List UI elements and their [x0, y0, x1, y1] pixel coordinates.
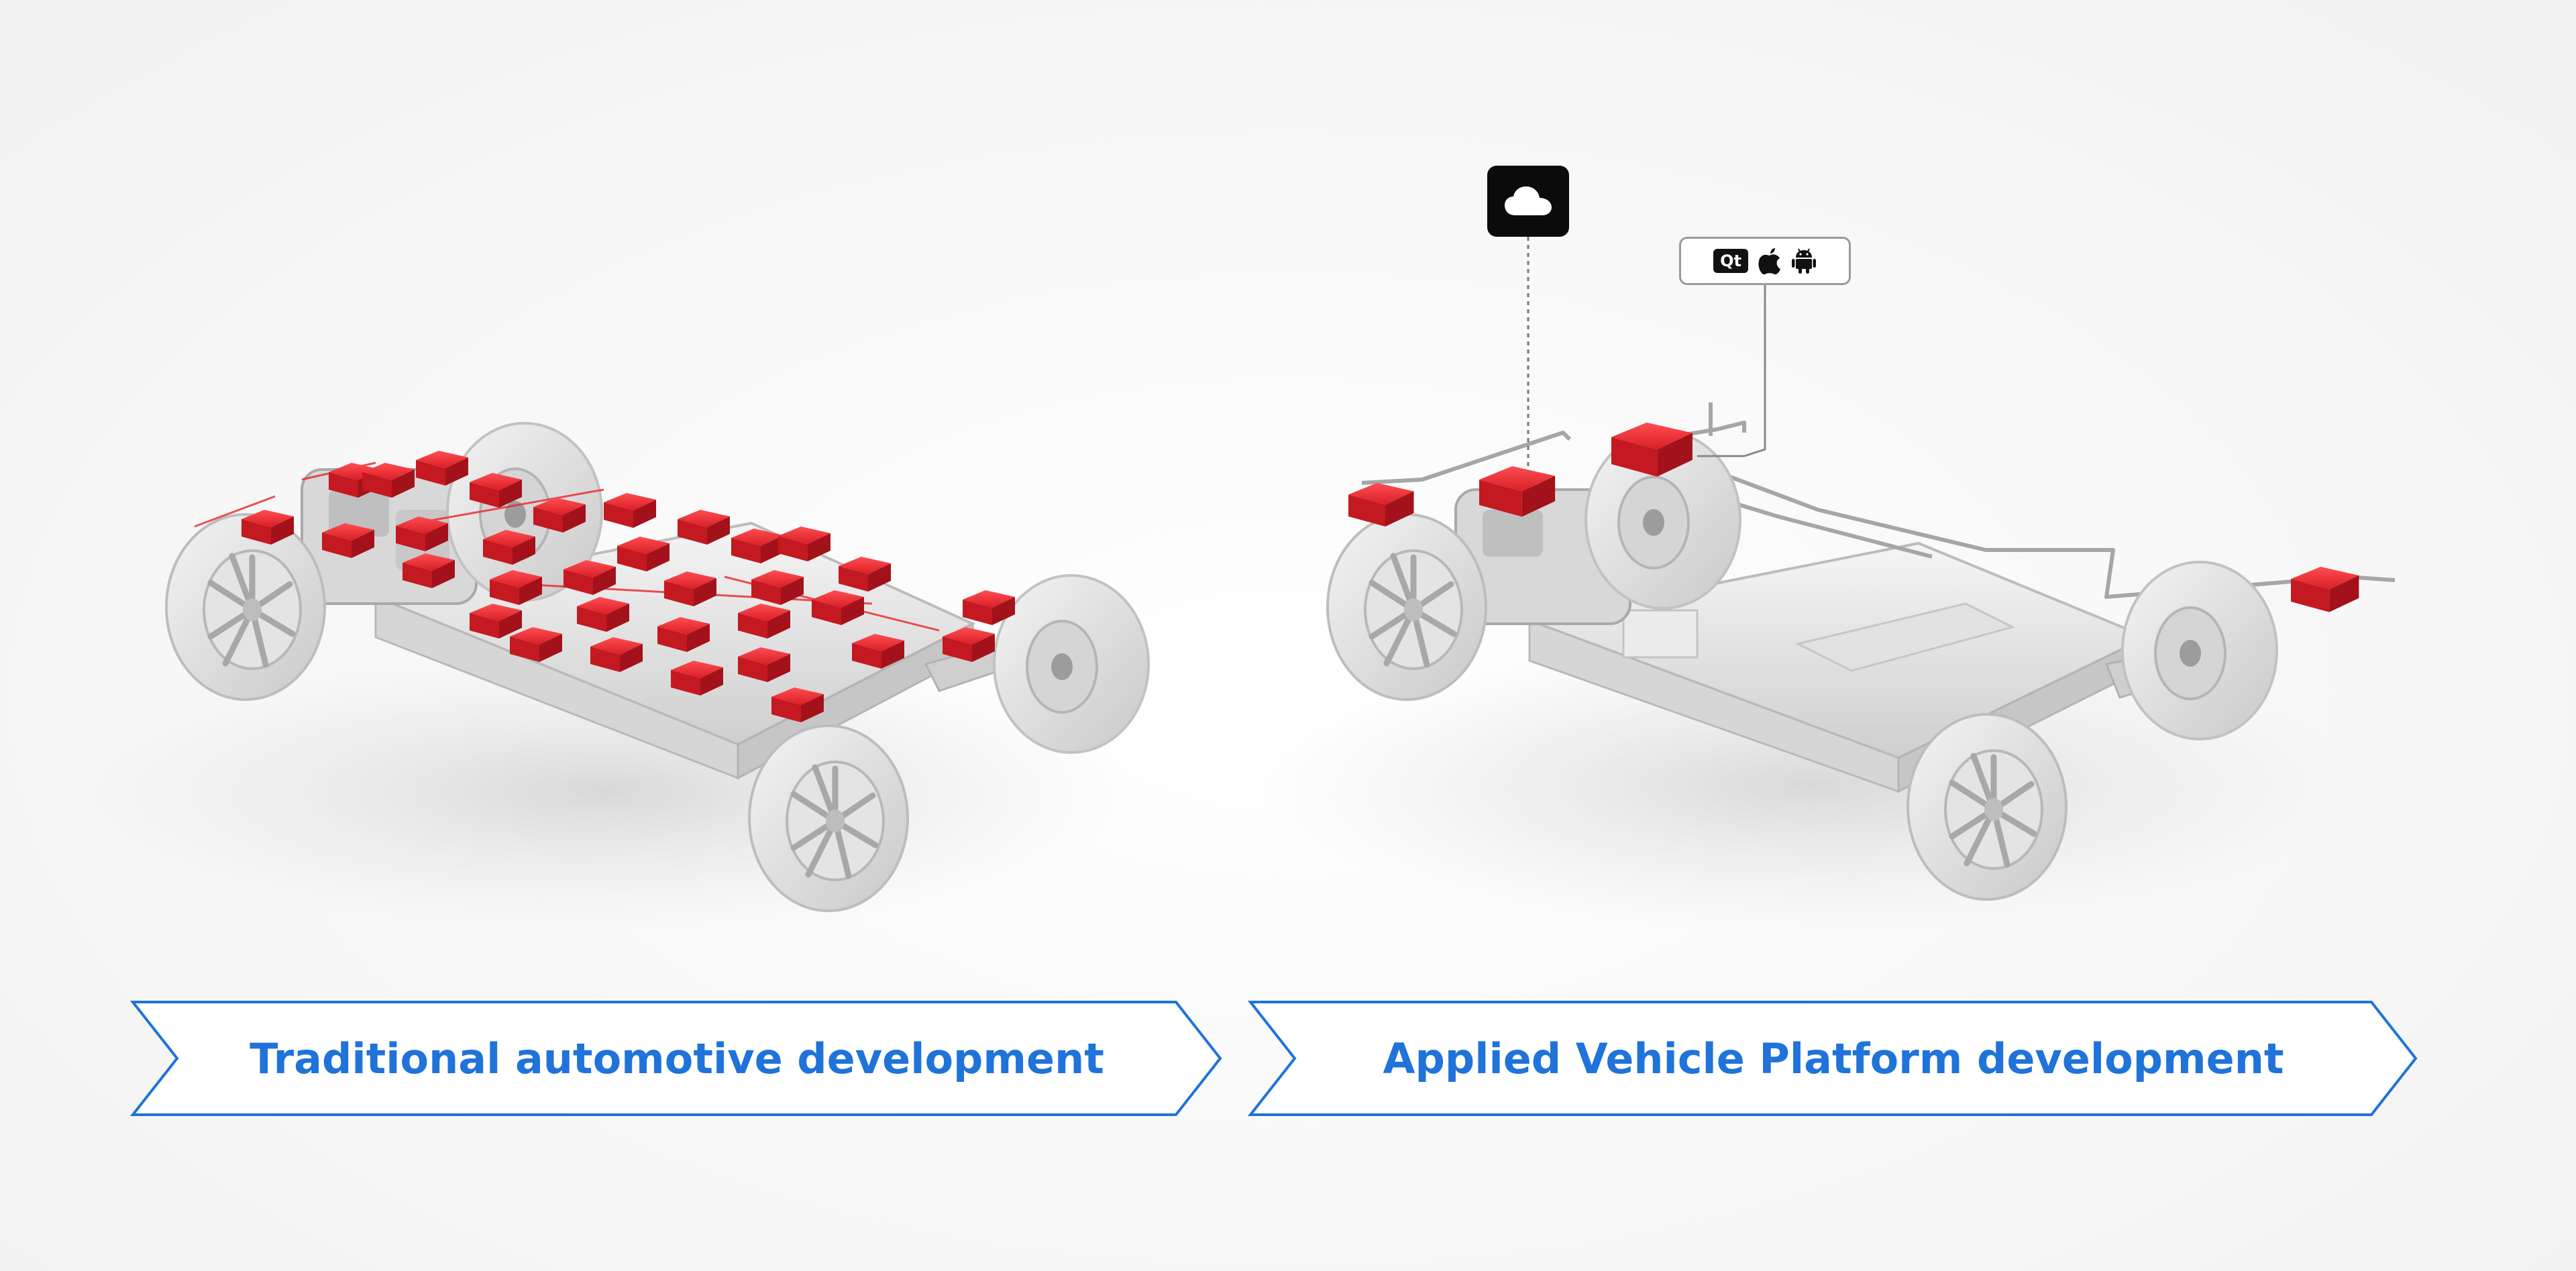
platform-icons-box: Qt: [1679, 237, 1851, 285]
traditional-development-banner: Traditional automotive development: [129, 1001, 1222, 1116]
applied-platform-chassis-illustration: [1261, 237, 2396, 932]
chevron-shape: [129, 1001, 1222, 1116]
chevron-shape: [1247, 1001, 2418, 1116]
apple-icon: [1758, 248, 1780, 275]
qt-icon: Qt: [1713, 249, 1748, 273]
cloud-icon: [1505, 186, 1552, 215]
cloud-icon-box: [1487, 166, 1569, 237]
traditional-chassis-illustration: [80, 422, 1150, 932]
applied-platform-development-label: Applied Vehicle Platform development: [1383, 1034, 2284, 1083]
android-icon: [1792, 248, 1816, 274]
traditional-development-label: Traditional automotive development: [250, 1034, 1104, 1083]
applied-platform-development-banner: Applied Vehicle Platform development: [1247, 1001, 2418, 1116]
